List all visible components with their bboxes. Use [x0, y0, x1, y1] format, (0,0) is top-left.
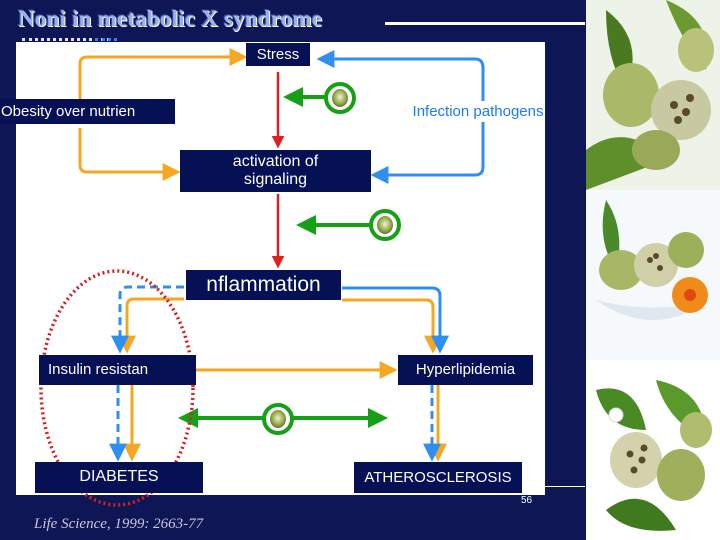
title-dots: [22, 38, 117, 41]
node-infection-label: Infection pathogens: [412, 103, 544, 121]
node-infection: Infection pathogens: [390, 100, 566, 124]
footer-rule: [545, 486, 585, 487]
arrow-obesity-to-stress: [78, 48, 248, 108]
node-stress: Stress: [246, 43, 310, 66]
node-activation: activation of signaling: [180, 150, 371, 192]
noni-fruit-icon: [262, 403, 294, 435]
node-diabetes: DIABETES: [35, 462, 203, 493]
node-diabetes-label: DIABETES: [79, 468, 159, 486]
node-insulin: Insulin resistan: [39, 355, 196, 385]
page-number: 56: [521, 495, 533, 506]
node-inflammation-label: nflammation: [206, 272, 321, 296]
node-obesity-label: Obesity over nutrien: [1, 102, 136, 120]
noni-fruit-photo: [586, 0, 720, 190]
node-hyperlipidemia-label: Hyperlipidemia: [415, 361, 516, 379]
noni-fruit-icon: [369, 209, 401, 241]
diabetes-highlight-circle: [39, 269, 195, 507]
noni-fruit-icon: [324, 82, 356, 114]
arrow-infection-to-activation: [370, 122, 485, 184]
slide-title: Noni in metabolic X syndrome: [18, 6, 323, 31]
noni-plant-photo: [586, 360, 720, 540]
noni-dish-photo: [586, 190, 720, 360]
node-inflammation: nflammation: [186, 270, 341, 300]
arrow-inflammation-to-hyperlipidemia-blue: [342, 286, 449, 354]
node-activation-label: activation of signaling: [232, 152, 319, 188]
node-atherosclerosis-label: ATHEROSCLEROSIS: [364, 468, 512, 486]
arrow-inflammation-to-insulin: [118, 297, 184, 354]
node-atherosclerosis: ATHEROSCLEROSIS: [354, 462, 522, 493]
node-hyperlipidemia: Hyperlipidemia: [398, 355, 533, 385]
arrow-obesity-to-activation: [78, 128, 181, 181]
citation: Life Science, 1999: 2663-77: [34, 516, 204, 532]
title-rule: [385, 22, 585, 25]
node-obesity: Obesity over nutrien: [0, 99, 175, 124]
title-dots-accent: [95, 38, 117, 41]
arrow-infection-to-stress: [316, 50, 485, 101]
arrow-inflammation-to-insulin-blue: [111, 285, 184, 354]
arrow-inflammation-to-hyperlipidemia: [342, 298, 442, 354]
node-stress-label: Stress: [256, 45, 300, 63]
node-insulin-label: Insulin resistan: [48, 361, 149, 379]
